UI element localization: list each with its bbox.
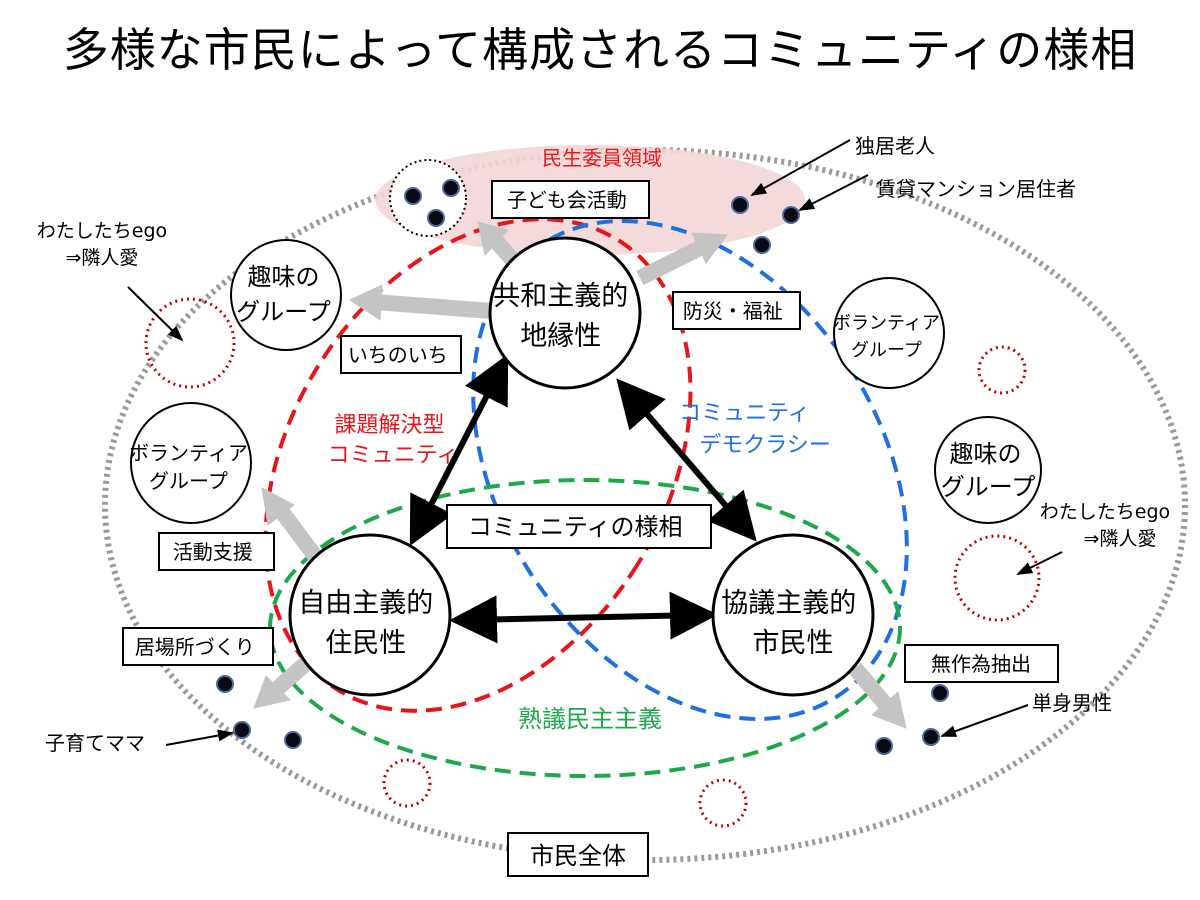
label-kadai-line2: コミュニティ bbox=[328, 443, 459, 468]
box-outer-label bbox=[507, 832, 649, 877]
page-title: 多様な市民によって構成されるコミュニティの様相 bbox=[62, 23, 1138, 77]
pointer-ego-right bbox=[1016, 551, 1063, 575]
svg-text:子ども会活動 防災・福祉 いちのいち: 子ども会活動 防災・福祉 いちのいち 活動支援 居場所づくり 無作為抽出 bbox=[135, 188, 1031, 676]
box-katsudo-shien bbox=[158, 532, 275, 571]
resident-dot bbox=[731, 196, 749, 214]
label-jukugi: 熟議民主主義 bbox=[518, 705, 662, 733]
resident-dot bbox=[753, 236, 771, 254]
ego-circle-right-top bbox=[977, 345, 1027, 395]
resident-dot bbox=[922, 728, 940, 746]
resident-dot bbox=[931, 684, 949, 702]
arrow-to-hobby-left bbox=[348, 284, 383, 321]
svg-text:民生委員領域: 民生委員領域 bbox=[542, 146, 662, 170]
resident-dot bbox=[427, 209, 445, 227]
arrow-republic-deliberative bbox=[616, 378, 757, 542]
label-minsei: 民生委員領域 bbox=[542, 146, 662, 170]
callout-ego-right-line2: ⇒隣人愛 bbox=[1084, 528, 1157, 550]
ego-circle-right bbox=[953, 534, 1041, 622]
callout-ego-left-line1: わたしたちego bbox=[37, 220, 167, 242]
callout-kosodate: 子育てママ bbox=[45, 731, 145, 755]
box-ichinoichi bbox=[340, 335, 462, 374]
svg-text:課題解決型 コミュニティ: 課題解決型 コミュニティ bbox=[328, 413, 459, 468]
resident-dot bbox=[782, 206, 800, 224]
svg-text:独居老人 賃貸マンション居住者 単身男性: 独居老人 賃貸マンション居住者 単身男性 子育てママ bbox=[45, 134, 1118, 755]
label-ichinoichi: いちのいち bbox=[348, 343, 448, 367]
pointer-kosodate bbox=[165, 729, 234, 746]
node-republic-line2: 地縁性 bbox=[520, 321, 601, 352]
label-kodomokai: 子ども会活動 bbox=[507, 188, 627, 212]
callout-dokkyo: 独居老人 bbox=[855, 134, 935, 158]
label-bosai: 防災・福祉 bbox=[683, 299, 783, 323]
node-liberal bbox=[288, 533, 452, 697]
resident-dot bbox=[216, 675, 234, 693]
callout-chintai: 賃貸マンション居住者 bbox=[876, 177, 1076, 201]
svg-text:共和主義的 地縁性 自由主義的 住民: 共和主義的 地縁性 自由主義的 住民性 協議主義的 市民性 bbox=[298, 281, 865, 659]
pointer-tanshin bbox=[940, 704, 1029, 737]
center-label: コミュニティの様相 bbox=[468, 513, 683, 541]
ego-circle-bottom-mid bbox=[698, 778, 748, 828]
callout-ego-left-line2: ⇒隣人愛 bbox=[66, 247, 139, 269]
hobby-left-line1: 趣味の bbox=[247, 263, 319, 291]
hobby-left-line2: グループ bbox=[236, 298, 331, 326]
ego-circle-left bbox=[144, 297, 236, 389]
resident-dot bbox=[404, 187, 422, 205]
pointer-chintai bbox=[798, 174, 869, 211]
group-hobby-left bbox=[230, 239, 342, 351]
node-liberal-line1: 自由主義的 bbox=[298, 588, 433, 619]
svg-text:わたしたちego ⇒隣人愛 わたしたちego: わたしたちego ⇒隣人愛 わたしたちego ⇒隣人愛 bbox=[37, 220, 1176, 550]
node-deliberative-line2: 市民性 bbox=[753, 628, 834, 659]
box-musakui bbox=[904, 644, 1059, 683]
svg-text:コミュニティの様相 市民全体: コミュニティの様相 市民全体 bbox=[468, 513, 690, 870]
arrow-liberal-deliberative bbox=[449, 591, 718, 644]
minsei-cluster-circle bbox=[389, 159, 467, 237]
arrow-to-ibasho bbox=[253, 675, 291, 709]
pointer-ego-left bbox=[127, 286, 184, 342]
hobby-right-line2: グループ bbox=[941, 473, 1036, 501]
hobby-right-line1: 趣味の bbox=[949, 440, 1021, 468]
resident-dot bbox=[875, 737, 893, 755]
resident-dot bbox=[284, 731, 302, 749]
box-kodomokai bbox=[491, 180, 650, 219]
label-democracy-line2: デモクラシー bbox=[699, 433, 831, 458]
volunteer-right-line1: ボランティア bbox=[833, 313, 940, 334]
label-ibasho: 居場所づくり bbox=[135, 635, 255, 659]
label-musakui: 無作為抽出 bbox=[931, 652, 1031, 676]
volunteer-right-line2: グループ bbox=[851, 340, 922, 361]
callout-tanshin: 単身男性 bbox=[1032, 691, 1112, 715]
ego-circle-bottom-left bbox=[382, 758, 432, 808]
node-liberal-line2: 住民性 bbox=[325, 628, 406, 659]
arrow-to-kodomokai bbox=[477, 221, 509, 257]
volunteer-left-line2: グループ bbox=[149, 469, 228, 493]
node-republic-line1: 共和主義的 bbox=[493, 281, 628, 312]
resident-dot bbox=[233, 721, 251, 739]
callout-ego-right-line1: わたしたちego bbox=[1040, 501, 1170, 523]
svg-text:趣味の グループ ボランティア グル: 趣味の グループ ボランティア グループ ボランティア グループ 趣味の グルー… bbox=[129, 263, 1035, 501]
arrow-to-volunteer-left bbox=[261, 487, 295, 526]
group-volunteer-right bbox=[833, 277, 945, 389]
resident-dot bbox=[442, 179, 460, 197]
pointer-dokkyo bbox=[750, 139, 851, 196]
box-bosai bbox=[672, 291, 801, 330]
box-center-label bbox=[446, 504, 712, 549]
arrow-republic-liberal bbox=[409, 353, 509, 547]
arrow-to-minsei-right bbox=[691, 232, 728, 264]
volunteer-left-line1: ボランティア bbox=[129, 441, 248, 465]
svg-text:熟議民主主義: 熟議民主主義 bbox=[518, 705, 662, 733]
outer-label: 市民全体 bbox=[530, 842, 626, 870]
arrow-to-musakui bbox=[871, 691, 907, 729]
node-republic bbox=[488, 236, 642, 390]
group-hobby-right bbox=[934, 416, 1042, 524]
svg-text:コミュニティ デモクラシー: コミュニティ デモクラシー bbox=[679, 401, 831, 458]
label-kadai-line1: 課題解決型 bbox=[334, 413, 444, 438]
label-democracy-line1: コミュニティ bbox=[679, 401, 810, 426]
label-katsudo-shien: 活動支援 bbox=[173, 540, 253, 564]
node-deliberative-line1: 協議主義的 bbox=[721, 588, 856, 619]
group-volunteer-left bbox=[130, 402, 252, 524]
box-ibasho bbox=[122, 627, 274, 666]
node-deliberative bbox=[711, 533, 875, 697]
